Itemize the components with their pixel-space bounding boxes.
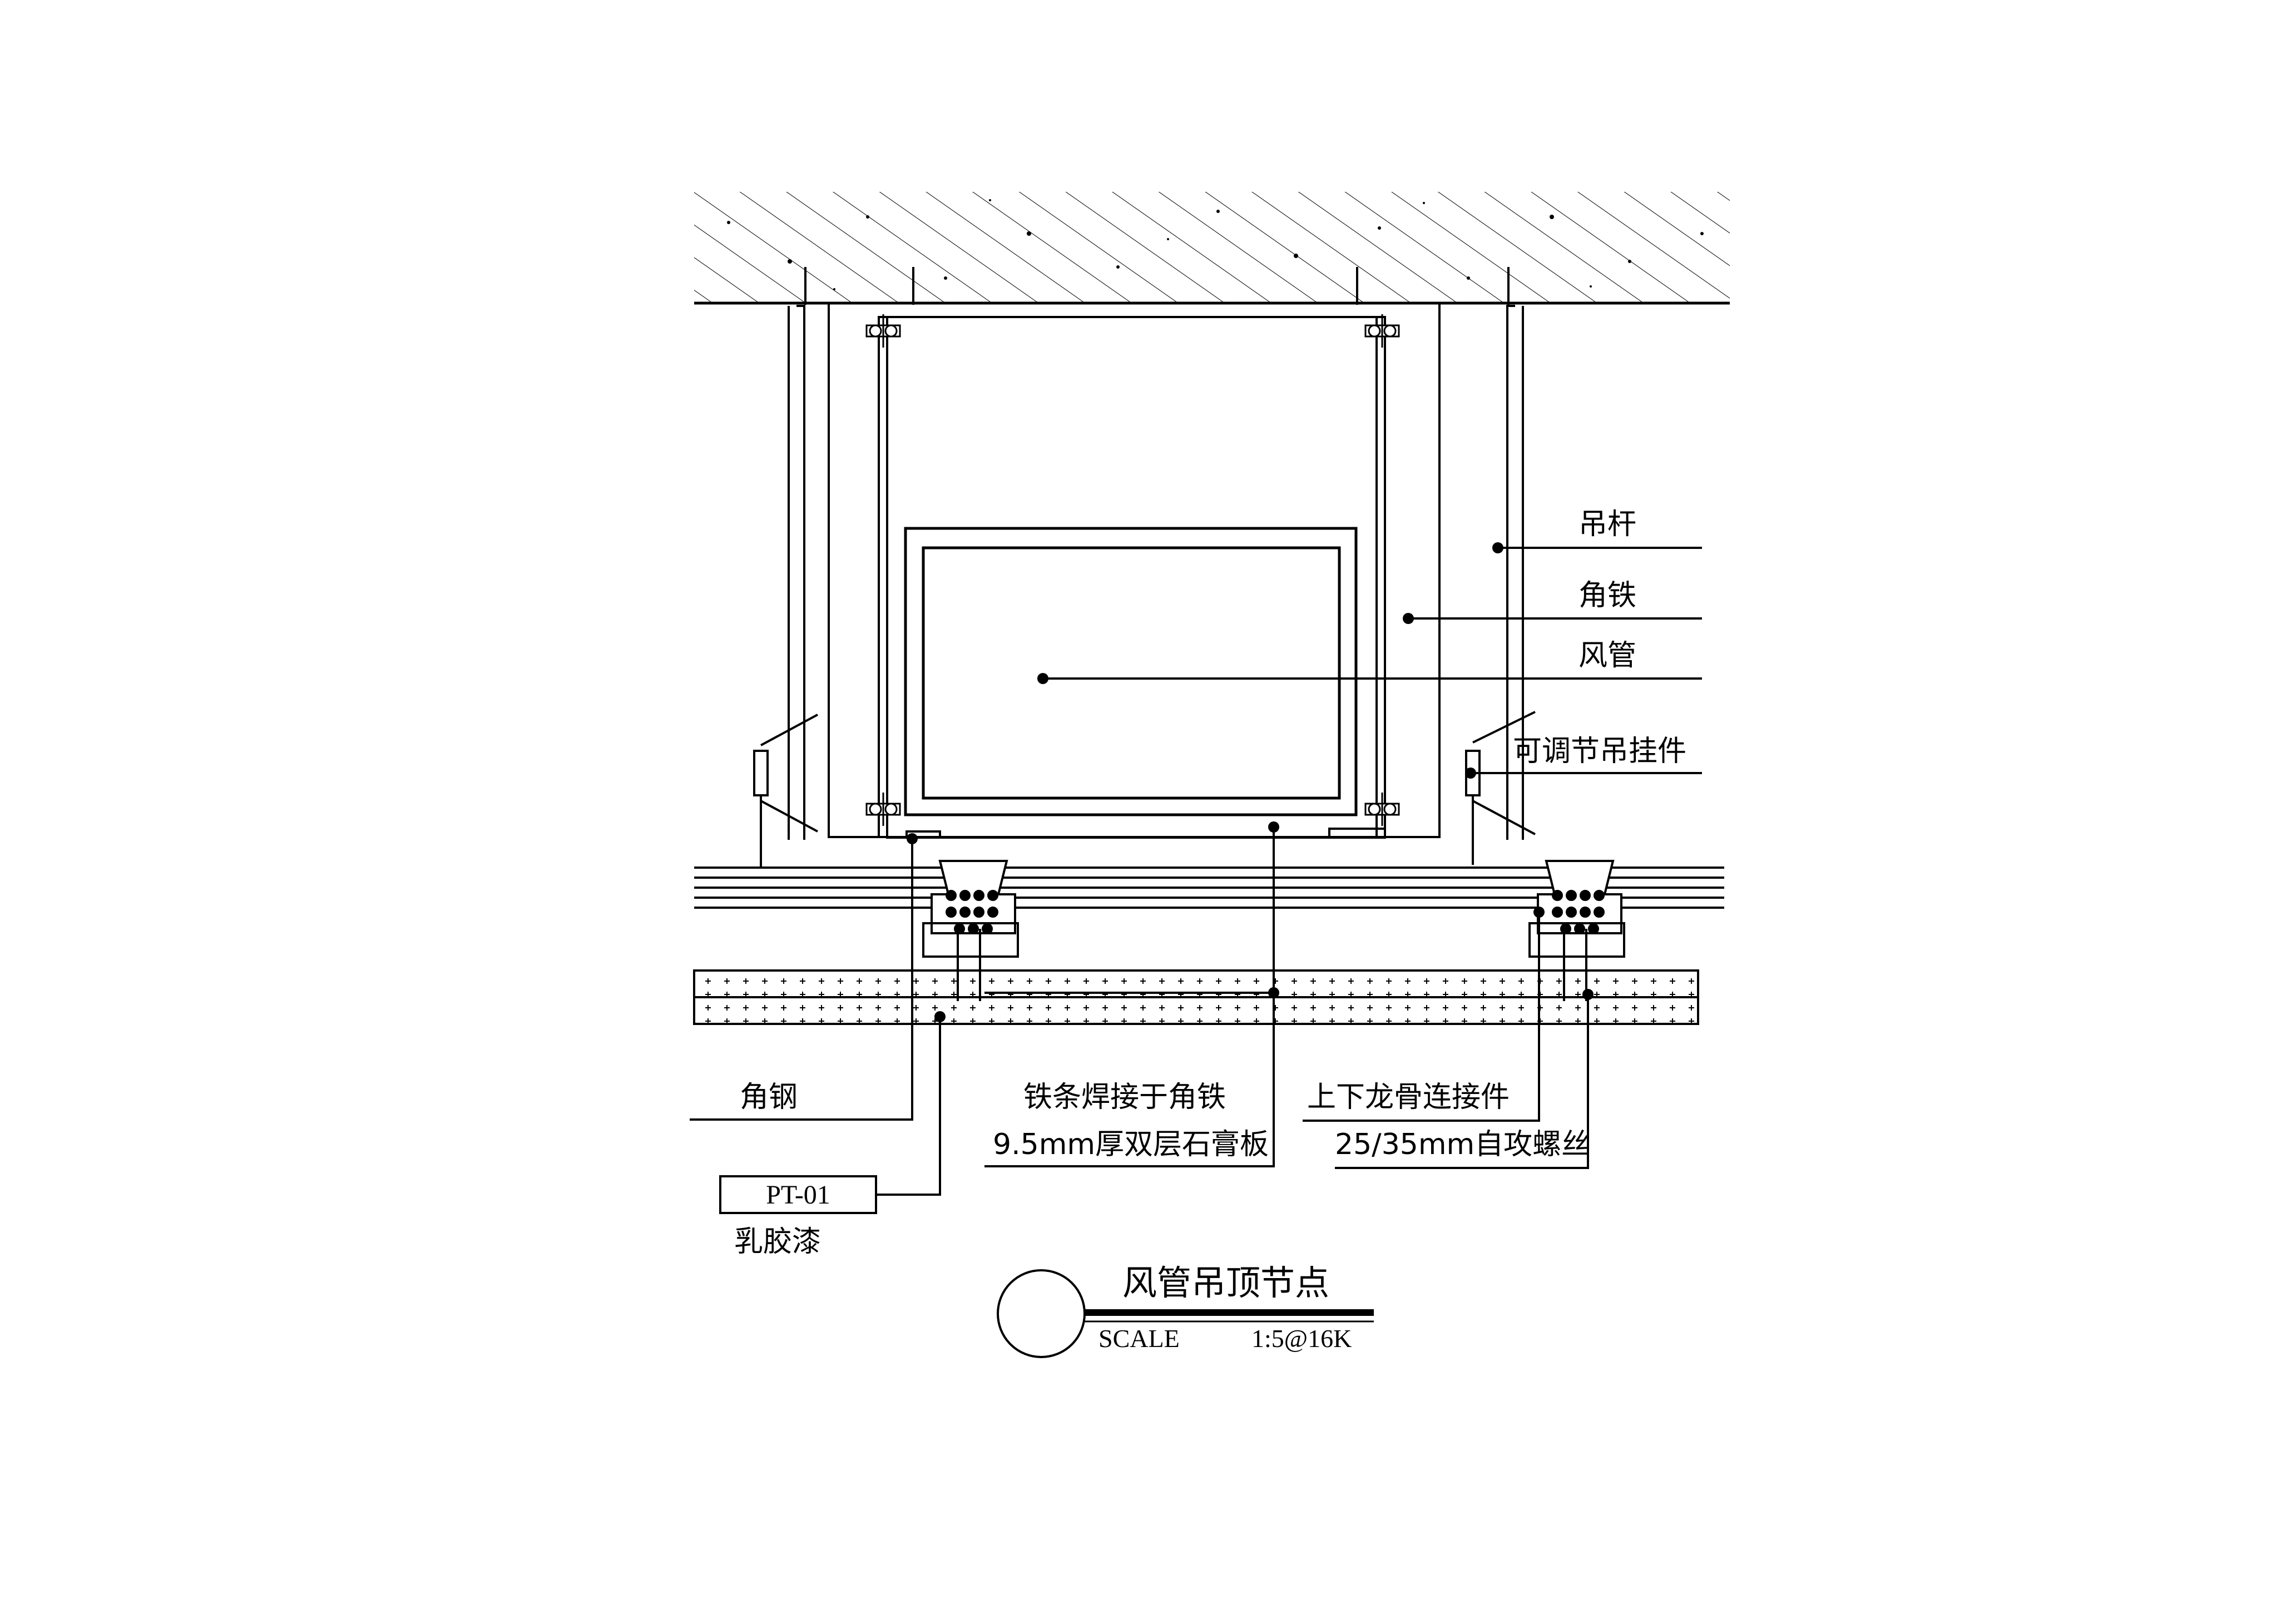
label-angle-steel: 角钢 [740,1081,798,1114]
detail-symbol-circle [997,1269,1086,1358]
scale-value: 1:5@16K [1251,1324,1352,1353]
label-self-tapping-screw: 25/35mm自攻螺丝 [1335,1128,1590,1161]
detail-title: 风管吊顶节点 [1122,1262,1329,1303]
adjustable-hanger-right [1465,711,1536,865]
finish-code: PT-01 [766,1180,830,1210]
finish-code-box [719,1175,877,1214]
label-iron-strip: 铁条焊接于角铁 [1023,1081,1226,1114]
label-air-duct: 风管 [1578,639,1636,672]
angle-iron-frame [828,302,1441,838]
finish-name: 乳胶漆 [734,1225,821,1259]
gypsum-board-layers [693,969,1699,1025]
frame-bolts [865,314,1400,826]
bottom-iron-strip [886,818,1386,839]
scale-label: SCALE [1098,1324,1180,1353]
hanger-rods [788,305,1524,840]
label-adjustable-hanger: 可调节吊挂件 [1513,735,1686,768]
label-keel-connector: 上下龙骨连接件 [1307,1081,1510,1114]
concrete-slab [694,192,1730,305]
label-gypsum-board: 9.5mm厚双层石膏板 [993,1128,1269,1161]
title-block [997,1269,1374,1358]
label-hanger-rod: 吊杆 [1578,508,1636,541]
air-duct [904,527,1358,816]
keel-connector-right [1528,860,1625,1001]
label-angle-iron: 角铁 [1578,579,1636,612]
leader-dots [907,542,1594,1022]
adjustable-hanger-left [753,714,818,868]
leader-lines [690,547,1702,1196]
